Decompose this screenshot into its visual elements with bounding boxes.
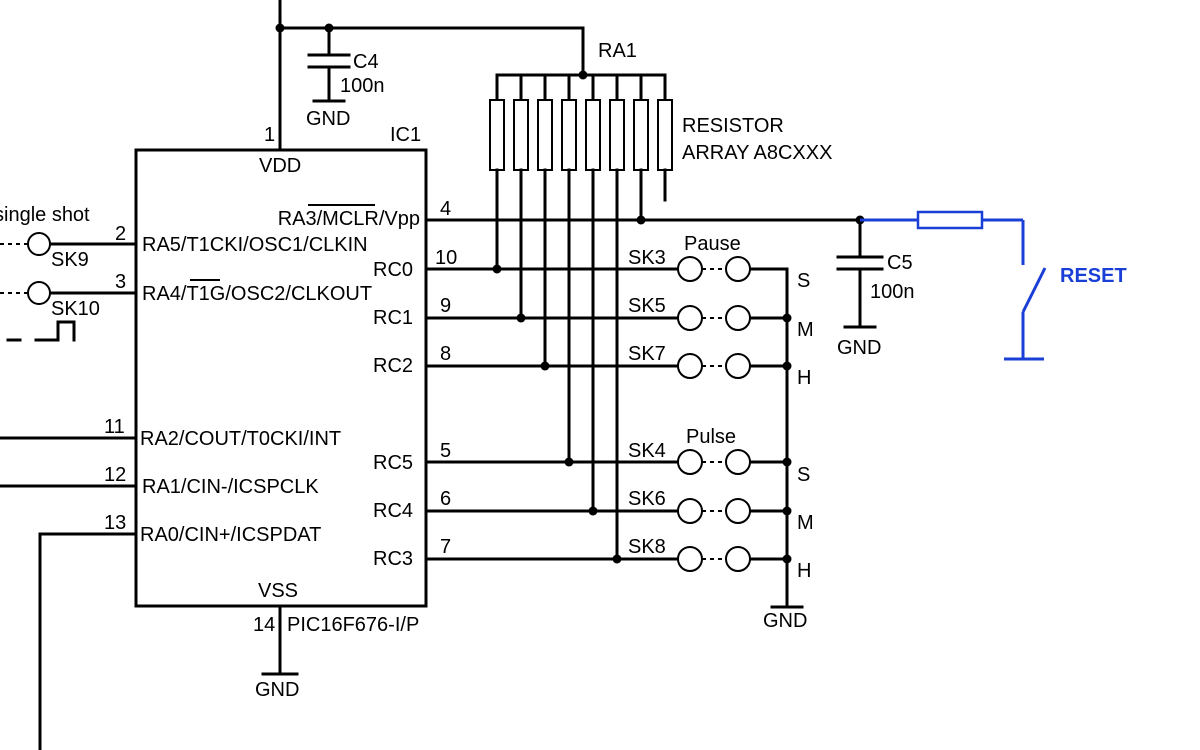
- c5-value: 100n: [870, 281, 915, 303]
- switch-sk6: [677, 498, 751, 524]
- ic-vss-label: VSS: [258, 580, 298, 602]
- pin-rc3-label: RC3: [373, 548, 413, 570]
- c5-gnd-label: GND: [837, 337, 881, 359]
- single-shot-label: single shot: [0, 204, 90, 226]
- pin-11-number: 11: [104, 416, 125, 438]
- sk3-label: SK3: [628, 247, 666, 269]
- speed-m-label-pulse: M: [797, 512, 814, 534]
- c5-ref: C5: [887, 252, 913, 274]
- pin-rc0-label: RC0: [373, 259, 413, 281]
- pin-rc4-label: RC4: [373, 500, 413, 522]
- pin-5-number: 5: [440, 440, 451, 462]
- resistor-2: [513, 99, 529, 171]
- speed-h-label-pause: H: [797, 367, 811, 389]
- sk7-label: SK7: [628, 343, 666, 365]
- capacitor-c5: C5 100n GND: [836, 218, 915, 359]
- pin-rc5-label: RC5: [373, 452, 413, 474]
- sk9-label: SK9: [51, 249, 89, 271]
- rc-wiring: GND: [424, 264, 807, 632]
- resistor-array-ra1: RA1 RESISTOR ARRAY A8CXXX: [489, 40, 832, 561]
- pin-9-number: 9: [440, 295, 451, 317]
- sk10-label: SK10: [51, 298, 100, 320]
- vss-ground: GND: [255, 604, 299, 701]
- capacitor-c4: C4 100n GND: [306, 26, 385, 130]
- pin-3-number: 3: [115, 271, 126, 293]
- speed-h-label-pulse: H: [797, 560, 811, 582]
- pin-1-number: 1: [264, 124, 275, 146]
- ic-vdd-label: VDD: [259, 155, 301, 177]
- pin-4-number: 4: [440, 198, 451, 220]
- resistor-7: [633, 99, 649, 171]
- pin-2-number: 2: [115, 223, 126, 245]
- speed-m-label-pause: M: [797, 319, 814, 341]
- resistor-8: [657, 99, 673, 171]
- sk5-label: SK5: [628, 295, 666, 317]
- c4-ref: C4: [353, 51, 379, 73]
- pin-ra4-label: RA4/T1G/OSC2/CLKOUT: [142, 283, 372, 305]
- pin-rc2-label: RC2: [373, 355, 413, 377]
- ic-pic16f676: IC1 VDD VSS PIC16F676-I/P 1 14 RA5/T1CKI…: [104, 124, 457, 636]
- switch-sk4: [677, 449, 751, 475]
- pin-rc1-label: RC1: [373, 307, 413, 329]
- pin-ra5-label: RA5/T1CKI/OSC1/CLKIN: [142, 234, 368, 256]
- pin-ra3-overbar-text: MCLR: [322, 208, 379, 230]
- resistor-1: [489, 99, 505, 171]
- pin-10-number: 10: [435, 247, 457, 269]
- ic-part-label: PIC16F676-I/P: [287, 614, 419, 636]
- switch-sk8: [677, 546, 751, 572]
- resistor-3: [537, 99, 553, 171]
- pin-13-number: 13: [104, 512, 126, 534]
- pin-ra4-overbar-text: T1G: [186, 283, 225, 305]
- c4-gnd-label: GND: [306, 108, 350, 130]
- resistor-elements: [489, 73, 673, 561]
- pin-ra3-label: RA3/MCLR/Vpp: [278, 208, 420, 230]
- sk6-label: SK6: [628, 488, 666, 510]
- pin-12-number: 12: [104, 464, 126, 486]
- pin-7-number: 7: [440, 536, 451, 558]
- switch-pads: Pause Pulse SK3 SK5 SK7 SK4 SK6 SK8 S M …: [628, 233, 814, 582]
- mclr-net: [424, 215, 865, 225]
- ic-gnd-label: GND: [255, 679, 299, 701]
- pause-label: Pause: [684, 233, 741, 255]
- speed-s-label-pause: S: [797, 270, 810, 292]
- pin-ra1-label: RA1/CIN-/ICSPCLK: [142, 476, 319, 498]
- pin-8-number: 8: [440, 343, 451, 365]
- switch-sk3: [677, 256, 751, 282]
- sk4-label: SK4: [628, 440, 666, 462]
- pin-ra0-label: RA0/CIN+/ICSPDAT: [140, 524, 321, 546]
- ra1-ref: RA1: [598, 40, 637, 62]
- switch-gnd-label: GND: [763, 610, 807, 632]
- ra1-desc-1: RESISTOR: [682, 115, 784, 137]
- resistor-4: [561, 99, 577, 171]
- pin-6-number: 6: [440, 488, 451, 510]
- resistor-5: [585, 99, 601, 171]
- ra1-desc-2: ARRAY A8CXXX: [682, 142, 832, 164]
- ic-ref: IC1: [390, 124, 421, 146]
- speed-s-label-pulse: S: [797, 464, 810, 486]
- switch-sk7: [677, 353, 751, 379]
- pulse-label: Pulse: [686, 426, 736, 448]
- pin-14-number: 14: [253, 614, 275, 636]
- switch-sk5: [677, 305, 751, 331]
- reset-label: RESET: [1060, 265, 1127, 287]
- c4-value: 100n: [340, 75, 385, 97]
- sk8-label: SK8: [628, 536, 666, 558]
- pin-ra2-label: RA2/COUT/T0CKI/INT: [140, 428, 341, 450]
- resistor-6: [609, 99, 625, 171]
- reset-circuit: RESET: [860, 210, 1127, 361]
- left-wiring: single shot SK9 SK10: [0, 204, 138, 750]
